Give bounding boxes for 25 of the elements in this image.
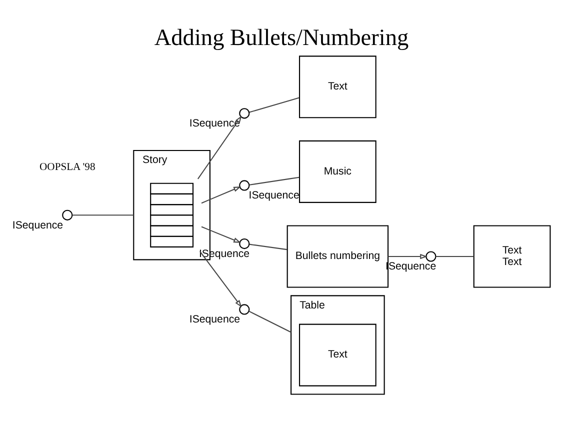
node-circle — [239, 238, 250, 249]
node-box: Text Text — [473, 224, 551, 288]
arrow — [201, 226, 242, 242]
arrow — [388, 253, 428, 259]
node-circle — [426, 250, 436, 262]
connector — [249, 243, 288, 250]
connector — [248, 310, 292, 332]
node-circle — [239, 108, 250, 118]
label: OOPSLA '98 — [40, 162, 96, 173]
node-box: Bullets numbering — [286, 224, 389, 288]
node-label: ISequence — [12, 218, 64, 231]
connector — [249, 96, 300, 112]
node-circle — [239, 304, 250, 314]
node-box: Text — [299, 55, 376, 118]
node-circle — [239, 180, 250, 190]
node-box: Music — [299, 140, 376, 202]
node-box: Text — [299, 323, 376, 386]
connector — [249, 176, 300, 185]
connector — [72, 214, 134, 216]
arrow — [201, 186, 242, 204]
diagram-title: Adding Bullets/Numbering — [154, 24, 409, 51]
node-label: ISequence — [248, 189, 300, 202]
node-circle — [62, 209, 73, 220]
connector — [436, 255, 474, 257]
node-label: ISequence — [189, 313, 240, 326]
